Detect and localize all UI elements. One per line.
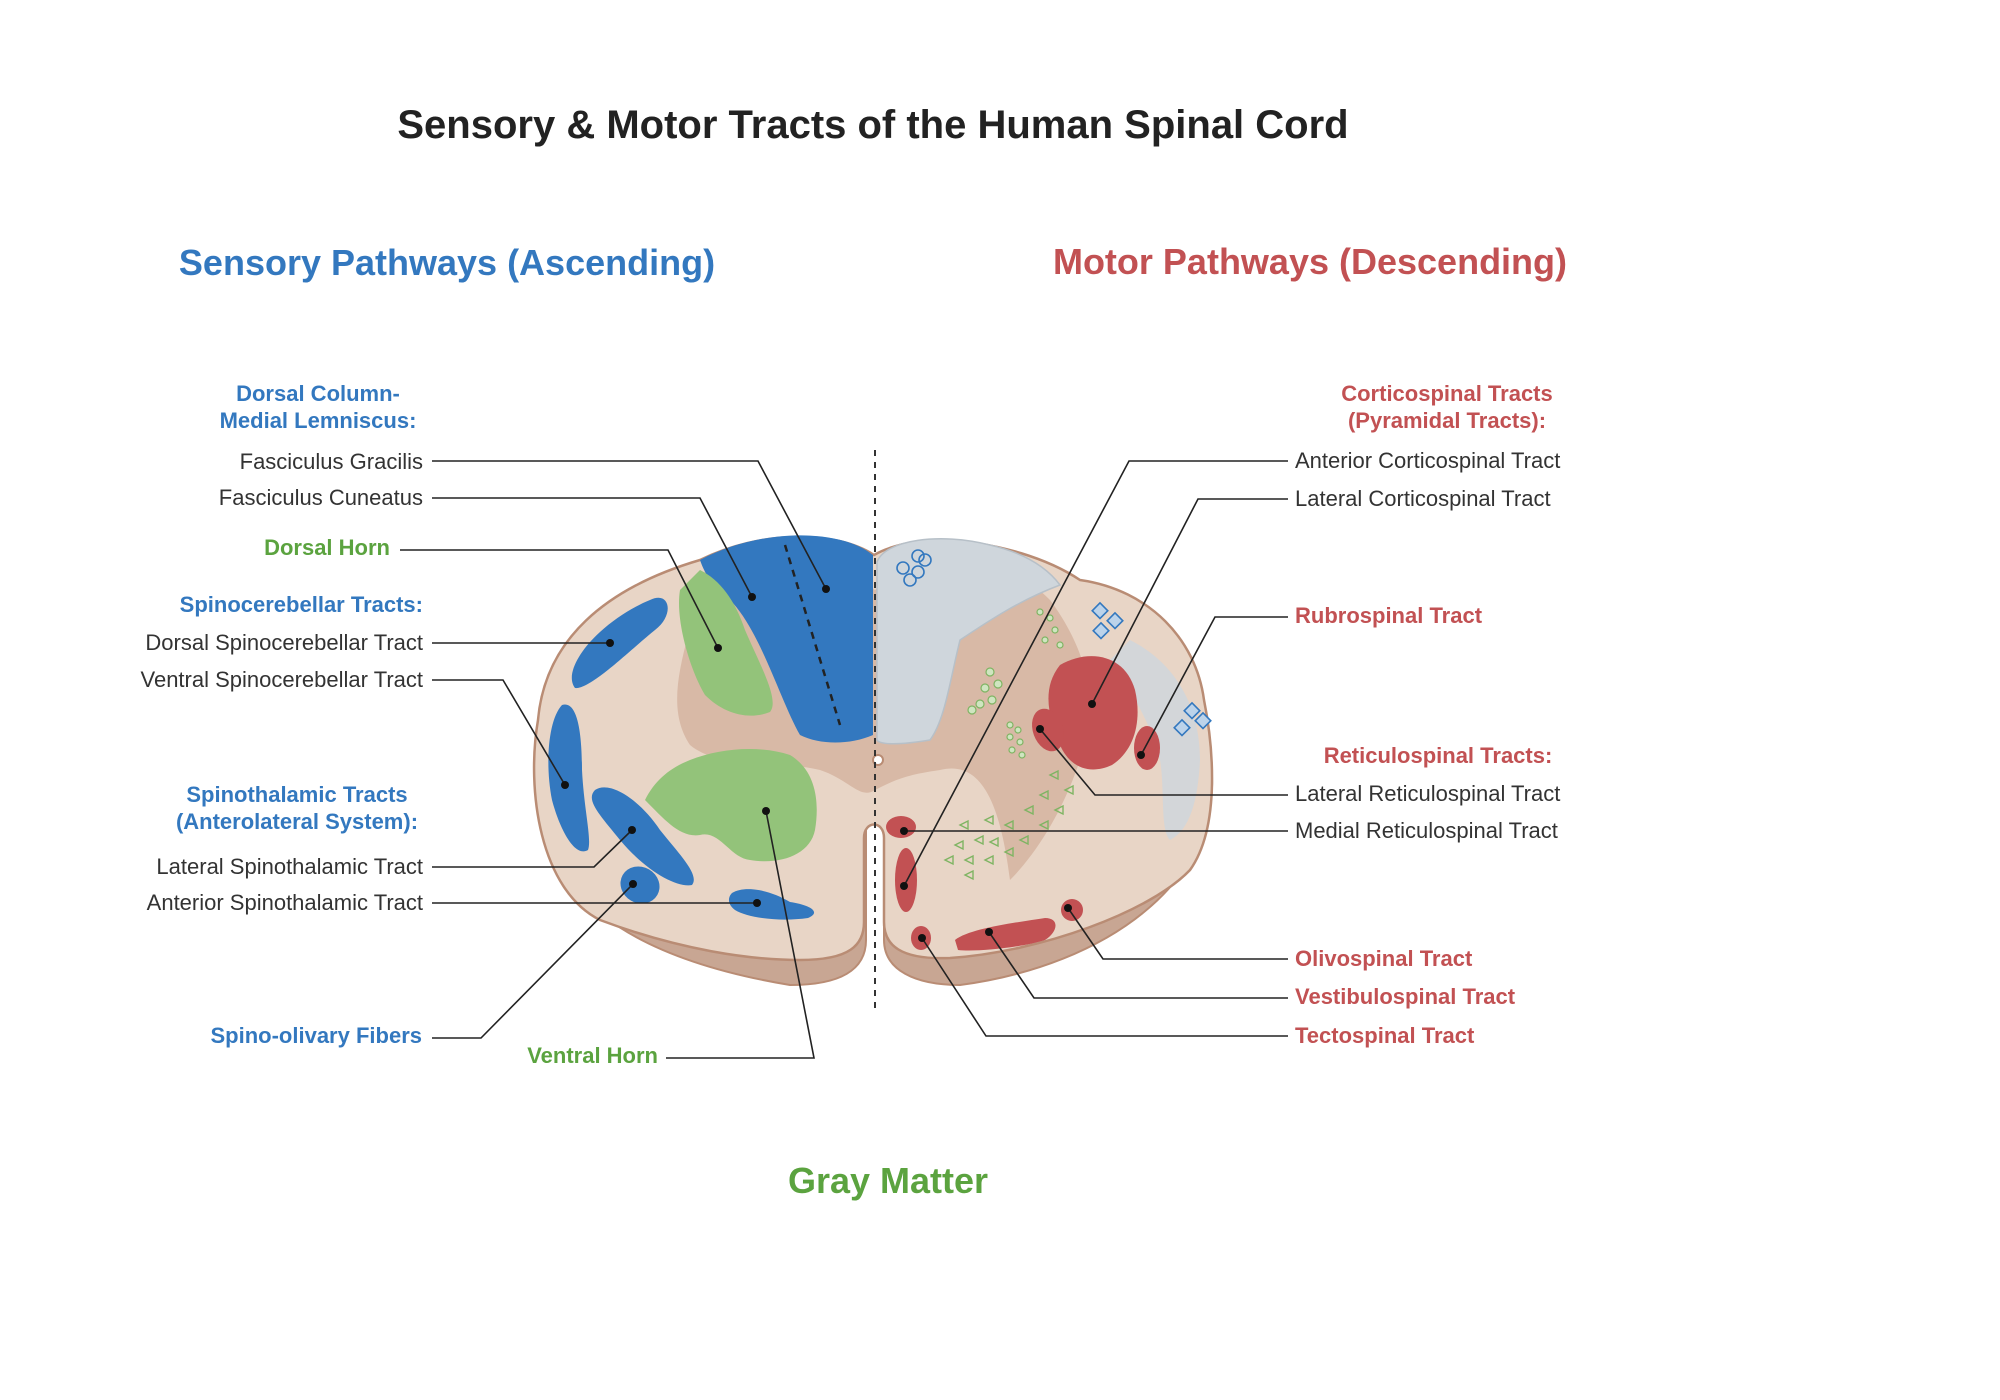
- lateral-corticospinal-label: Lateral Corticospinal Tract: [1295, 486, 1551, 511]
- spino-olivary-label: Spino-olivary Fibers: [211, 1023, 423, 1048]
- anterior-corticospinal-leader: [903, 460, 1288, 887]
- right-dorsal-column-grey: [876, 537, 1062, 745]
- tectospinal-dot: [918, 934, 926, 942]
- vestibulospinal-dot: [985, 928, 993, 936]
- olivospinal-label: Olivospinal Tract: [1295, 946, 1473, 971]
- spinocerebellar-group-label: Spinocerebellar Tracts:: [180, 592, 423, 617]
- lateral-spinothalamic-label: Lateral Spinothalamic Tract: [156, 854, 423, 879]
- dorsal-column-group-label-1: Dorsal Column-: [236, 381, 400, 406]
- fiber-diamonds: [1091, 601, 1212, 737]
- rubrospinal-label: Rubrospinal Tract: [1295, 603, 1483, 628]
- rubrospinal-leader: [1140, 616, 1288, 756]
- lateral-corticospinal-shape: [1048, 656, 1138, 770]
- lateral-spinothalamic-leader: [432, 829, 633, 868]
- rubrospinal-dot: [1137, 751, 1145, 759]
- lateral-reticulospinal-shape: [1032, 708, 1064, 752]
- ventral-spinocerebellar-label: Ventral Spinocerebellar Tract: [141, 667, 424, 692]
- vestibulospinal-shape: [955, 918, 1056, 951]
- fasciculus-gracilis-dot: [822, 585, 830, 593]
- sensory-heading: Sensory Pathways (Ascending): [179, 242, 715, 283]
- tectospinal-leader: [921, 937, 1288, 1037]
- ventral-horn-shape: [645, 748, 817, 862]
- ventral-horn-leader: [666, 810, 815, 1059]
- lateral-reticulospinal-dot: [1036, 725, 1044, 733]
- rubrospinal-shape: [1134, 726, 1160, 770]
- dorsal-horn-shape: [679, 570, 773, 716]
- spino-olivary-shape: [620, 866, 660, 904]
- medial-reticulospinal-shape: [886, 816, 916, 838]
- lateral-spinothalamic-dot: [628, 826, 636, 834]
- dorsal-spinocerebellar-dot: [606, 639, 614, 647]
- green-triangles: [943, 769, 1074, 881]
- spinal-cord-cross-section: [532, 535, 1214, 987]
- anterior-corticospinal-dot: [900, 882, 908, 890]
- medial-reticulospinal-label: Medial Reticulospinal Tract: [1295, 818, 1558, 843]
- green-dot-clusters: [967, 608, 1064, 759]
- vestibulospinal-leader: [988, 931, 1288, 999]
- dorsal-column-group-label-2: Medial Lemniscus:: [220, 408, 417, 433]
- ventral-spinocerebellar-shape: [548, 704, 590, 852]
- anterior-corticospinal-shape: [895, 848, 917, 912]
- fasciculus-dorsal-column: [700, 535, 873, 743]
- olivospinal-shape: [1061, 899, 1083, 921]
- fasciculus-cuneatus-label: Fasciculus Cuneatus: [219, 485, 423, 510]
- dorsal-horn-leader: [400, 549, 719, 649]
- ventral-horn-label: Ventral Horn: [527, 1043, 658, 1068]
- olivospinal-leader: [1067, 907, 1288, 960]
- gracilis-cuneatus-divider: [783, 544, 842, 726]
- corticospinal-group-label-2: (Pyramidal Tracts):: [1348, 408, 1546, 433]
- fiber-circles: [896, 549, 932, 587]
- reticulospinal-group-label: Reticulospinal Tracts:: [1324, 743, 1553, 768]
- fasciculus-cuneatus-dot: [748, 593, 756, 601]
- lateral-spinothalamic-shape: [591, 787, 694, 886]
- anterior-spinothalamic-shape: [728, 889, 815, 920]
- spino-olivary-dot: [629, 880, 637, 888]
- anterior-corticospinal-label: Anterior Corticospinal Tract: [1295, 448, 1560, 473]
- lateral-corticospinal-dot: [1088, 700, 1096, 708]
- lateral-corticospinal-leader: [1091, 498, 1288, 705]
- fasciculus-gracilis-label: Fasciculus Gracilis: [240, 449, 423, 474]
- anterior-spinothalamic-label: Anterior Spinothalamic Tract: [147, 890, 423, 915]
- dorsal-horn-label: Dorsal Horn: [264, 535, 390, 560]
- spinothalamic-group-label-1: Spinothalamic Tracts: [186, 782, 407, 807]
- vestibulospinal-label: Vestibulospinal Tract: [1295, 984, 1516, 1009]
- lateral-reticulospinal-leader: [1039, 728, 1288, 796]
- medial-reticulospinal-dot: [900, 827, 908, 835]
- fasciculus-cuneatus-leader: [432, 497, 753, 598]
- corticospinal-group-label-1: Corticospinal Tracts: [1341, 381, 1553, 406]
- motor-heading: Motor Pathways (Descending): [1053, 241, 1567, 282]
- ventral-spinocerebellar-dot: [561, 781, 569, 789]
- ventral-spinocerebellar-leader: [432, 679, 566, 786]
- motor-labels: Corticospinal Tracts (Pyramidal Tracts):…: [900, 381, 1560, 1048]
- dorsal-horn-dot: [714, 644, 722, 652]
- gray-matter-label: Gray Matter: [788, 1160, 988, 1201]
- fasciculus-gracilis-leader: [432, 460, 827, 590]
- tectospinal-label: Tectospinal Tract: [1295, 1023, 1475, 1048]
- page-title: Sensory & Motor Tracts of the Human Spin…: [397, 103, 1348, 147]
- spinothalamic-group-label-2: (Anterolateral System):: [176, 809, 418, 834]
- sensory-labels: Dorsal Column- Medial Lemniscus: Fascicu…: [141, 381, 830, 1068]
- olivospinal-dot: [1064, 904, 1072, 912]
- anterior-spinothalamic-dot: [753, 899, 761, 907]
- spino-olivary-leader: [432, 883, 634, 1039]
- dorsal-spinocerebellar-label: Dorsal Spinocerebellar Tract: [145, 630, 423, 655]
- lateral-reticulospinal-label: Lateral Reticulospinal Tract: [1295, 781, 1560, 806]
- dorsal-spinocerebellar-shape: [571, 597, 668, 689]
- ventral-horn-dot: [762, 807, 770, 815]
